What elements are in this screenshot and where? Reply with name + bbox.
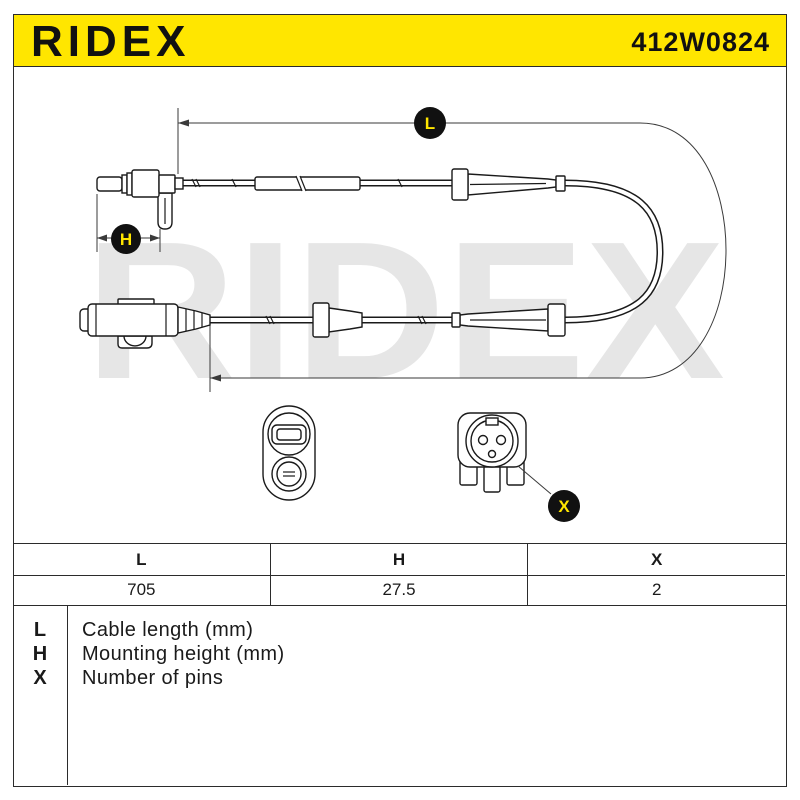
cable-grommet	[451, 303, 566, 337]
height-badge	[111, 224, 141, 254]
column-header-l: L	[136, 549, 147, 569]
spec-table-values: 705 27.5 2	[13, 575, 785, 605]
length-dimension: L	[177, 107, 727, 392]
pins-badge-label: X	[558, 497, 570, 516]
length-badge-label: L	[425, 114, 435, 133]
cable-loop-inner	[564, 181, 663, 322]
connector-pin	[477, 434, 489, 446]
connector-pin	[495, 434, 507, 446]
arrowhead	[97, 234, 107, 242]
legend-key: L	[33, 619, 47, 641]
brand-logo: RIDEX	[31, 17, 191, 66]
column-header-h: H	[269, 544, 528, 575]
legend-description: Number of pins	[82, 667, 224, 689]
spec-table: L H X 705 27.5 2	[13, 543, 787, 606]
connector-end-view	[457, 412, 527, 493]
sensor-end-view	[262, 405, 316, 501]
cable-grommet	[312, 302, 363, 338]
cable-ticks	[191, 178, 427, 325]
sensor-tip	[96, 176, 123, 192]
cable-connector	[79, 298, 211, 349]
legend-key: H	[32, 643, 48, 665]
height-dimension: H	[96, 194, 161, 254]
arrowhead	[178, 119, 189, 127]
pins-callout: X	[517, 465, 580, 522]
legend-keys: L H X	[13, 606, 68, 785]
pins-badge	[548, 490, 580, 522]
column-header-x: X	[527, 544, 785, 575]
legend-descriptions: Cable length (mm) Mounting height (mm) N…	[82, 606, 285, 690]
value-x: 2	[527, 575, 785, 605]
spec-table-header: L H X	[13, 544, 785, 576]
sensor-body	[131, 169, 160, 198]
legend-description: Mounting height (mm)	[82, 643, 285, 665]
wheel-speed-sensor	[96, 169, 184, 230]
cable-grommet	[451, 168, 566, 201]
legend-key: X	[33, 667, 47, 689]
leader-line	[517, 465, 552, 495]
length-badge	[414, 107, 446, 139]
part-number: 412W0824	[631, 27, 770, 57]
legend: L H X Cable length (mm) Mounting height …	[13, 606, 787, 787]
protective-sleeve	[254, 175, 361, 192]
value-h: 27.5	[269, 575, 528, 605]
technical-drawing: RIDEX L H	[79, 107, 727, 522]
arrowhead	[210, 374, 221, 382]
header-bar: RIDEX 412W0824	[13, 14, 787, 67]
value-l: 705	[127, 580, 156, 599]
height-badge-label: H	[120, 230, 132, 249]
arrowhead	[150, 234, 160, 242]
length-dimension-line	[178, 122, 727, 379]
legend-description: Cable length (mm)	[82, 619, 254, 641]
